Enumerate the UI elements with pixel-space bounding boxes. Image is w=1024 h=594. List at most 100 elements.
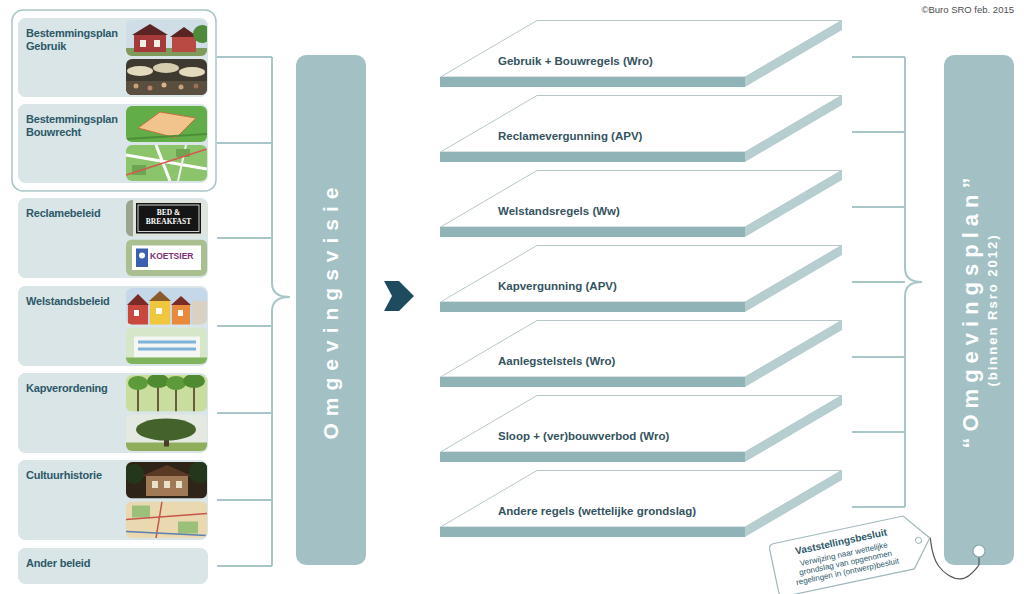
- layer-plate: [440, 320, 842, 387]
- plate-front: [440, 302, 745, 312]
- plate-side: [745, 395, 842, 462]
- photo-part: [148, 86, 153, 91]
- photo-part: [126, 106, 207, 142]
- plate-side: [745, 470, 842, 537]
- photo-part: [136, 249, 148, 268]
- rule-layer: Andere regels (wettelijke grondslag): [440, 470, 842, 537]
- photo-part: [138, 348, 196, 351]
- vision-bar: Omgevingsvisie: [296, 55, 366, 565]
- plate-top: [441, 21, 842, 78]
- plate-front: [440, 527, 745, 537]
- photo-group: [124, 20, 211, 538]
- policy-box: Welstandsbeleid: [18, 286, 124, 366]
- rule-layer: Reclamevergunning (APV): [440, 95, 842, 162]
- right-bracket: [852, 57, 922, 507]
- layer-plate: [440, 20, 842, 87]
- plate-side: [745, 20, 842, 87]
- plate-top: [441, 96, 842, 153]
- node-label: Bestemmingsplan Bouwrecht: [26, 113, 122, 139]
- photo: [126, 462, 207, 499]
- photo-part: [150, 300, 170, 325]
- policy-box-ground: [18, 286, 208, 366]
- policy-box-ground: [18, 548, 208, 584]
- photo-part: [126, 532, 207, 536]
- photo-part: [138, 341, 196, 344]
- photo-part: [126, 145, 207, 181]
- policy-box: Kapverordening: [18, 373, 124, 453]
- photo-part: [138, 112, 196, 138]
- photo: [126, 415, 207, 452]
- photo-part: [128, 376, 148, 390]
- rule-layer: Welstandsregels (Ww): [440, 170, 842, 237]
- label-holder: BED & BREAKFAST: [138, 209, 199, 226]
- photo-part: [126, 200, 207, 237]
- photo-part: [140, 40, 146, 47]
- photo: [126, 288, 207, 325]
- plate-front: [440, 152, 745, 162]
- photo-part: [166, 376, 186, 390]
- photo: [126, 20, 207, 56]
- layer-plate: [440, 95, 842, 162]
- node-label: Aanlegstelstels (Wro): [498, 355, 842, 369]
- photo-part: [172, 304, 190, 325]
- node-label: Welstandsregels (Ww): [498, 205, 842, 219]
- node-label: Ander beleid: [26, 557, 122, 570]
- photo-part: [179, 67, 205, 77]
- photo: [126, 375, 207, 412]
- plate-top: [441, 321, 842, 378]
- node-label: Kapvergunning (APV): [498, 280, 842, 294]
- photo-part: [146, 475, 188, 496]
- plate-top: [441, 471, 842, 528]
- photo-part: [164, 481, 170, 488]
- photo-part: [126, 81, 207, 95]
- photo-part: [126, 59, 207, 95]
- layer-plate: [440, 470, 842, 537]
- photo-part: [126, 149, 207, 175]
- photo: [126, 328, 207, 365]
- photo-part: [126, 514, 207, 520]
- photo-part: [192, 301, 207, 325]
- node-label: Sloop + (ver)bouwverbod (Wro): [498, 430, 842, 444]
- photo-part: [126, 240, 207, 277]
- policy-box-ground: [18, 18, 208, 97]
- photo-part: [149, 291, 171, 301]
- label-holder: KOETSIER: [150, 252, 193, 262]
- photo-part: [136, 203, 201, 234]
- photo-part: [152, 481, 158, 488]
- policy-box-ground: [18, 373, 208, 453]
- photo-part: [153, 63, 179, 73]
- plate-side: [745, 95, 842, 162]
- photo: [126, 502, 207, 539]
- photo-part: [136, 419, 196, 441]
- photo: [126, 200, 207, 237]
- plate-side: [745, 170, 842, 237]
- photo-part: [126, 200, 133, 237]
- label-holder: ©Buro SRO feb. 2015: [921, 5, 1014, 16]
- node-label: “Omgevingsplan”: [957, 171, 985, 448]
- node-label: Reclamebeleid: [26, 207, 122, 220]
- photo-part: [134, 34, 166, 52]
- node-label: Gebruik + Bouwregels (Wro): [498, 55, 842, 69]
- photo-part: [162, 83, 167, 88]
- policy-box: Cultuurhistorie: [18, 460, 124, 540]
- photo-part: [189, 462, 207, 483]
- photo-part: [154, 40, 160, 47]
- eyelet: [973, 545, 985, 557]
- policy-box: Reclamebeleid: [18, 198, 124, 278]
- sign-text: KOETSIER: [150, 252, 193, 262]
- photo: [126, 145, 207, 181]
- photo-part: [126, 502, 207, 539]
- left-bracket: [217, 57, 290, 566]
- rule-layer: Gebruik + Bouwregels (Wro): [440, 20, 842, 87]
- node-label: (binnen Rsro 2012): [985, 171, 1001, 448]
- layer-plate: [440, 395, 842, 462]
- rule-layer: Sloop + (ver)bouwverbod (Wro): [440, 395, 842, 462]
- photo-part: [147, 375, 169, 388]
- node-label: Kapverordening: [26, 382, 122, 395]
- group-outline: [12, 10, 216, 191]
- photo-part: [126, 288, 207, 325]
- plate-side: [745, 320, 842, 387]
- node-label: Omgevingsvisie: [318, 180, 344, 439]
- plate-side: [745, 245, 842, 312]
- box-grounds: [18, 18, 208, 584]
